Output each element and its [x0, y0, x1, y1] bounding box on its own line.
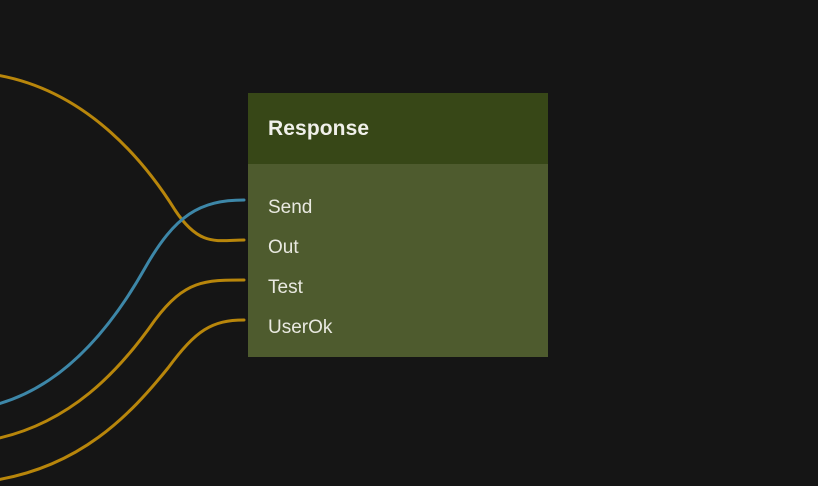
- port-label-send: Send: [268, 196, 313, 218]
- node-title: Response: [268, 116, 370, 140]
- node-body: Send Out Test UserOk: [248, 164, 548, 347]
- port-row-userok[interactable]: UserOk: [248, 307, 548, 347]
- port-row-test[interactable]: Test: [248, 267, 548, 307]
- port-label-out: Out: [268, 236, 299, 258]
- port-label-test: Test: [268, 276, 303, 298]
- edge-to-send: [0, 198, 246, 405]
- port-row-out[interactable]: Out: [248, 227, 548, 267]
- node-response[interactable]: Response Send Out Test UserOk: [248, 93, 548, 357]
- edge-to-test: [0, 278, 246, 440]
- port-label-userok: UserOk: [268, 316, 333, 338]
- port-row-send[interactable]: Send: [248, 187, 548, 227]
- node-header[interactable]: Response: [248, 93, 548, 164]
- edge-group: [0, 74, 246, 481]
- edge-to-out: [0, 74, 246, 243]
- edge-to-userok: [0, 318, 246, 481]
